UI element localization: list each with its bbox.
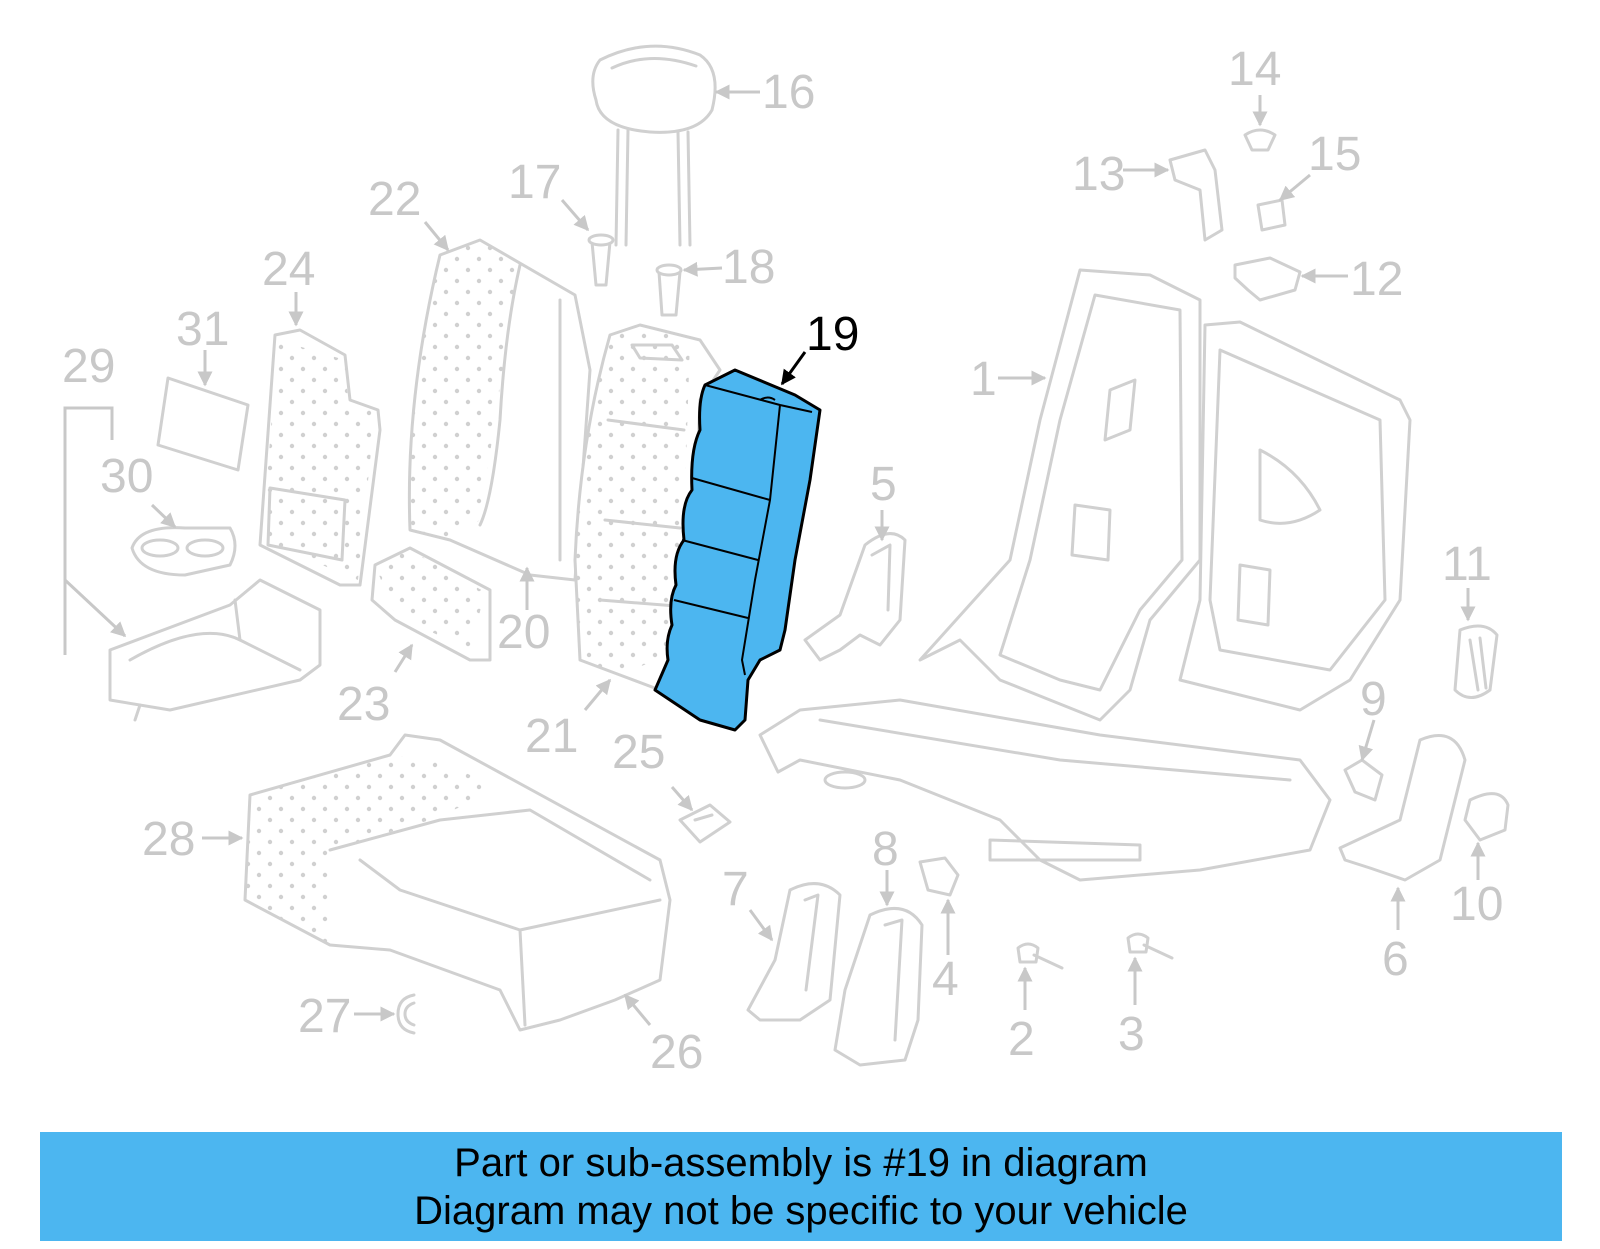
label-9: 9 — [1360, 673, 1387, 726]
label-31: 31 — [176, 303, 229, 356]
label-18: 18 — [722, 241, 775, 294]
leader-lines — [63, 84, 1486, 1026]
label-16: 16 — [762, 66, 815, 119]
cup-holder-part — [130, 526, 237, 577]
label-13: 13 — [1072, 148, 1125, 201]
label-24: 24 — [262, 243, 315, 296]
label-22: 22 — [368, 173, 421, 226]
info-banner: Part or sub-assembly is #19 in diagram D… — [40, 1132, 1562, 1241]
label-29: 29 — [62, 340, 115, 393]
parts-diagram: 1 2 3 4 5 6 7 8 9 10 11 12 13 14 15 16 1… — [62, 43, 1510, 1079]
label-28: 28 — [142, 813, 195, 866]
label-30: 30 — [100, 450, 153, 503]
seatback-pad-part — [407, 238, 592, 582]
label-11: 11 — [1442, 538, 1492, 591]
headrest-part — [591, 44, 717, 247]
label-25: 25 — [612, 726, 665, 779]
label-15: 15 — [1308, 128, 1361, 181]
label-8: 8 — [872, 823, 899, 876]
banner-line-2: Diagram may not be specific to your vehi… — [414, 1188, 1188, 1233]
label-12: 12 — [1350, 253, 1403, 306]
seat-cushion-part — [243, 733, 672, 1032]
pad-part-23 — [370, 546, 492, 662]
trim-cap-part-11 — [1453, 624, 1499, 699]
label-19-highlighted: 19 — [806, 308, 859, 361]
label-26: 26 — [650, 1026, 703, 1079]
seat-frame-part — [758, 268, 1412, 882]
label-5: 5 — [870, 458, 897, 511]
label-27: 27 — [298, 990, 351, 1043]
label-20: 20 — [497, 606, 550, 659]
label-14: 14 — [1228, 43, 1281, 96]
cover-parts-7-8 — [746, 882, 924, 1067]
clip-part-25 — [678, 803, 732, 844]
trim-parts-6-9-10 — [1338, 734, 1510, 882]
label-10: 10 — [1450, 878, 1503, 931]
label-3: 3 — [1118, 1008, 1145, 1061]
fastener-parts — [918, 856, 1174, 970]
pad-part-31 — [156, 376, 250, 472]
banner-line-1: Part or sub-assembly is #19 in diagram — [454, 1140, 1148, 1185]
trim-part-5 — [803, 532, 907, 662]
label-4: 4 — [932, 953, 959, 1006]
side-panel-part — [258, 328, 382, 587]
label-21: 21 — [525, 710, 578, 763]
clip-part-27 — [396, 993, 416, 1035]
label-7: 7 — [722, 863, 749, 916]
part-labels: 1 2 3 4 5 6 7 8 9 10 11 12 13 14 15 16 1… — [62, 43, 1503, 1079]
label-6: 6 — [1382, 933, 1409, 986]
latch-parts — [1168, 128, 1302, 302]
label-23: 23 — [337, 678, 390, 731]
label-17: 17 — [508, 156, 561, 209]
armrest-part — [108, 578, 322, 722]
highlighted-part-19 — [653, 368, 822, 732]
headrest-guide-parts — [587, 233, 683, 317]
seatback-cover-part — [573, 323, 722, 692]
label-1: 1 — [970, 353, 997, 406]
label-2: 2 — [1008, 1013, 1035, 1066]
